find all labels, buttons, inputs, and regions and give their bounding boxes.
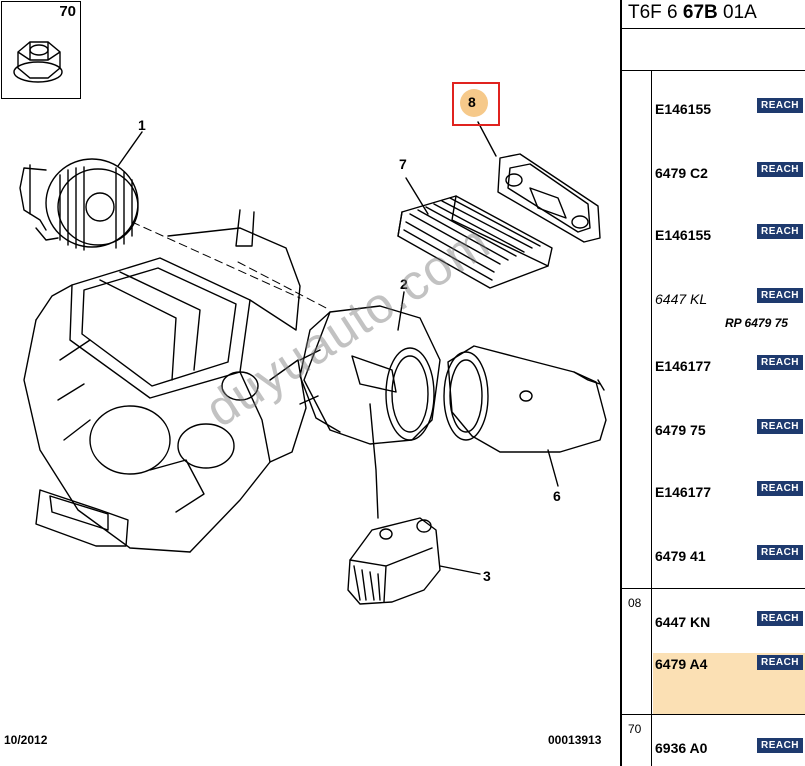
- group-number: 08: [628, 596, 642, 610]
- group-number: 70: [628, 722, 642, 736]
- callout-3: 3: [483, 568, 491, 584]
- part-ref[interactable]: 6447 KL: [655, 291, 708, 307]
- flange-nut-icon: [13, 41, 63, 83]
- diagram-drawing: [19, 121, 607, 605]
- callout-7: 7: [399, 156, 407, 172]
- reach-badge: REACH: [757, 98, 803, 113]
- callout-8: 8: [468, 94, 476, 110]
- reach-badge: REACH: [757, 288, 803, 303]
- diagram-date: 10/2012: [4, 733, 48, 747]
- part-row[interactable]: 6447 KL REACH RP 6479 75: [653, 288, 805, 332]
- reach-badge: REACH: [757, 419, 803, 434]
- callout-6: 6: [553, 488, 561, 504]
- part-row[interactable]: E146155 REACH: [653, 224, 805, 248]
- reach-badge: REACH: [757, 655, 803, 670]
- reach-badge: REACH: [757, 738, 803, 753]
- scroll-cover-part: [443, 345, 607, 453]
- actuator-part: [347, 517, 441, 605]
- section-code-prefix: T6F 6: [628, 2, 678, 23]
- section-code-suffix: 01A: [723, 2, 757, 23]
- part-row[interactable]: E146177 REACH: [653, 481, 805, 505]
- replacement-ref: RP 6479 75: [725, 316, 788, 330]
- part-row[interactable]: 6479 C2 REACH: [653, 162, 805, 186]
- highlight-marker: [460, 89, 488, 117]
- reach-badge: REACH: [757, 224, 803, 239]
- part-ref[interactable]: E146177: [655, 484, 712, 500]
- part-ref[interactable]: E146155: [655, 101, 712, 117]
- part-row[interactable]: 6479 41 REACH: [653, 545, 805, 569]
- part-row-highlighted[interactable]: 6479 A4 REACH: [653, 653, 805, 677]
- divider: [622, 28, 805, 29]
- filter-cover-part: [497, 153, 601, 243]
- section-code: T6F 6 67B 01A: [628, 2, 757, 24]
- reach-badge: REACH: [757, 545, 803, 560]
- heater-housing-part: [23, 209, 307, 553]
- reach-badge: REACH: [757, 162, 803, 177]
- section-code-main: 67B: [682, 2, 718, 23]
- part-ref[interactable]: 6479 41: [655, 548, 706, 564]
- part-ref[interactable]: 6936 A0: [655, 740, 708, 756]
- divider: [622, 588, 805, 589]
- parts-list-panel: T6F 6 67B 01A E146155 REACH 6479 C2 REAC…: [620, 0, 805, 766]
- reach-badge: REACH: [757, 481, 803, 496]
- divider: [622, 714, 805, 715]
- part-ref[interactable]: E146155: [655, 227, 712, 243]
- reach-badge: REACH: [757, 355, 803, 370]
- exploded-parts-diagram: 70 1 2 3 6 7 8 duyuauto.com 10/2012 0001…: [1, 1, 607, 747]
- diagram-code: 00013913: [548, 733, 602, 747]
- callout-1: 1: [138, 117, 146, 133]
- reach-badge: REACH: [757, 611, 803, 626]
- callout-2: 2: [400, 276, 408, 292]
- blower-motor-part: [19, 158, 139, 251]
- divider: [622, 70, 805, 71]
- part-ref[interactable]: 6447 KN: [655, 614, 711, 630]
- part-ref[interactable]: E146177: [655, 358, 712, 374]
- part-row[interactable]: E146177 REACH: [653, 355, 805, 379]
- part-ref[interactable]: 6479 75: [655, 422, 706, 438]
- part-row[interactable]: E146155 REACH: [653, 98, 805, 122]
- highlight-frame: [452, 82, 500, 126]
- part-ref[interactable]: 6479 A4: [655, 656, 708, 672]
- part-row[interactable]: 6479 75 REACH: [653, 419, 805, 443]
- part-row[interactable]: 6936 A0 REACH: [653, 737, 805, 761]
- pollen-filter-part: [397, 195, 553, 289]
- nut-reference-box: 70: [1, 1, 81, 99]
- part-ref[interactable]: 6479 C2: [655, 165, 708, 181]
- nut-box-label: 70: [59, 3, 76, 20]
- resistor-housing-part: [299, 305, 441, 519]
- part-row[interactable]: 6447 KN REACH: [653, 611, 805, 635]
- group-column-divider: [651, 70, 652, 766]
